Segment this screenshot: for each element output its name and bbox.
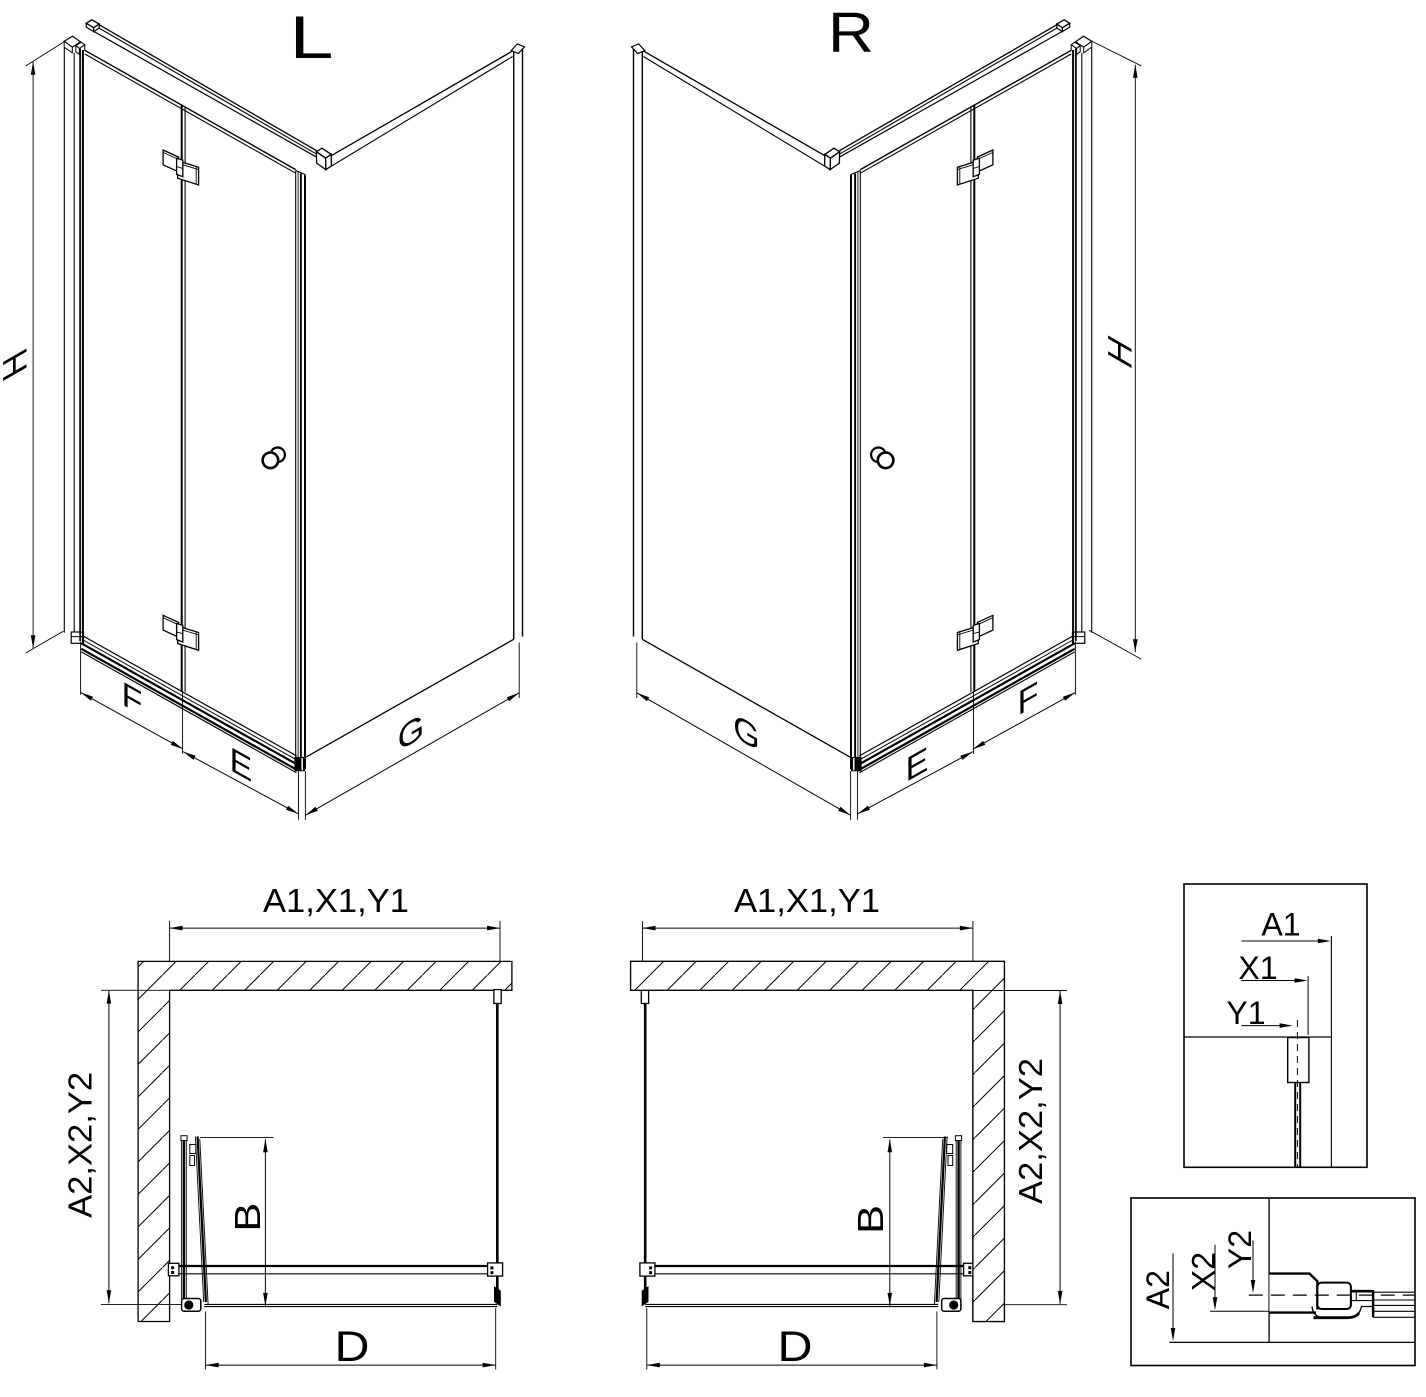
svg-text:E: E — [230, 739, 253, 790]
svg-text:A2,X2,Y2: A2,X2,Y2 — [1012, 1058, 1049, 1204]
svg-text:R: R — [828, 1, 874, 65]
svg-text:Y2: Y2 — [1222, 1230, 1258, 1269]
svg-text:L: L — [290, 4, 334, 71]
svg-text:A1,X1,Y1: A1,X1,Y1 — [734, 882, 880, 919]
svg-text:A1,X1,Y1: A1,X1,Y1 — [263, 882, 409, 919]
svg-text:B: B — [227, 1203, 268, 1232]
svg-text:B: B — [850, 1205, 891, 1234]
svg-text:A2: A2 — [1140, 1270, 1176, 1309]
svg-text:D: D — [778, 1323, 813, 1371]
svg-text:F: F — [1018, 673, 1039, 723]
svg-text:A1: A1 — [1261, 907, 1300, 943]
svg-text:A2,X2,Y2: A2,X2,Y2 — [62, 1072, 99, 1218]
svg-text:X2: X2 — [1185, 1252, 1221, 1291]
svg-text:X1: X1 — [1238, 950, 1277, 986]
svg-text:E: E — [906, 739, 929, 790]
svg-text:F: F — [122, 673, 143, 723]
svg-text:Y1: Y1 — [1226, 995, 1265, 1031]
svg-text:D: D — [335, 1323, 370, 1371]
